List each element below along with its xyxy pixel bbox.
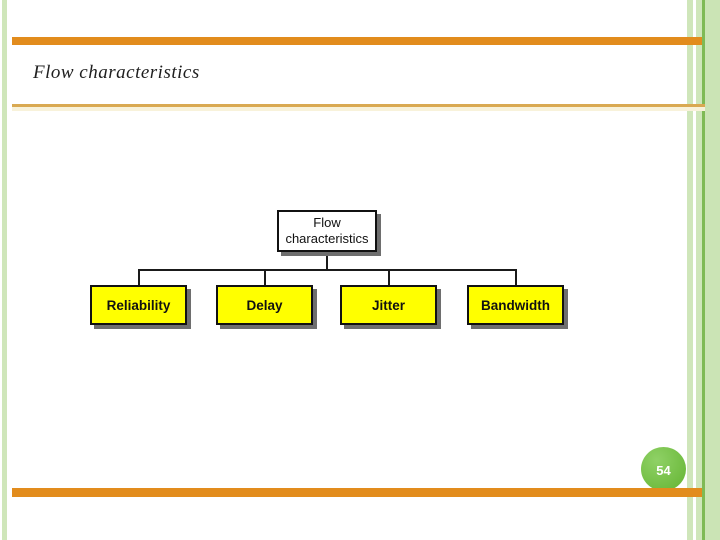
connector-stub-jitter [388, 270, 390, 286]
right-green-stripe-1 [687, 0, 693, 540]
right-green-accent-line [702, 0, 705, 540]
node-label: Delay [246, 297, 283, 313]
connector-root-vertical [326, 251, 328, 270]
root-node-label: Flow characteristics [285, 215, 369, 246]
node-label: Bandwidth [481, 297, 550, 313]
bottom-orange-bar [12, 488, 702, 497]
node-label: Jitter [371, 297, 405, 313]
left-green-stripe [2, 0, 7, 540]
page-number-badge: 54 [641, 447, 686, 491]
connector-stub-reliability [138, 270, 140, 286]
connector-horizontal [138, 269, 517, 271]
node-label: Reliability [106, 297, 171, 313]
diagram-node-bandwidth: Bandwidth [467, 285, 564, 325]
title-underline [12, 104, 705, 107]
right-green-stripe-2 [696, 0, 702, 540]
connector-stub-delay [264, 270, 266, 286]
connector-stub-bandwidth [515, 270, 517, 286]
diagram-node-jitter: Jitter [340, 285, 437, 325]
slide-title: Flow characteristics [33, 62, 200, 83]
page-number: 54 [656, 462, 671, 478]
diagram-node-delay: Delay [216, 285, 313, 325]
title-underline-glow [12, 107, 705, 111]
diagram-node-reliability: Reliability [90, 285, 187, 325]
diagram-root-node: Flow characteristics [277, 210, 377, 252]
right-green-stripe-3 [705, 0, 720, 540]
top-orange-bar [12, 37, 702, 45]
